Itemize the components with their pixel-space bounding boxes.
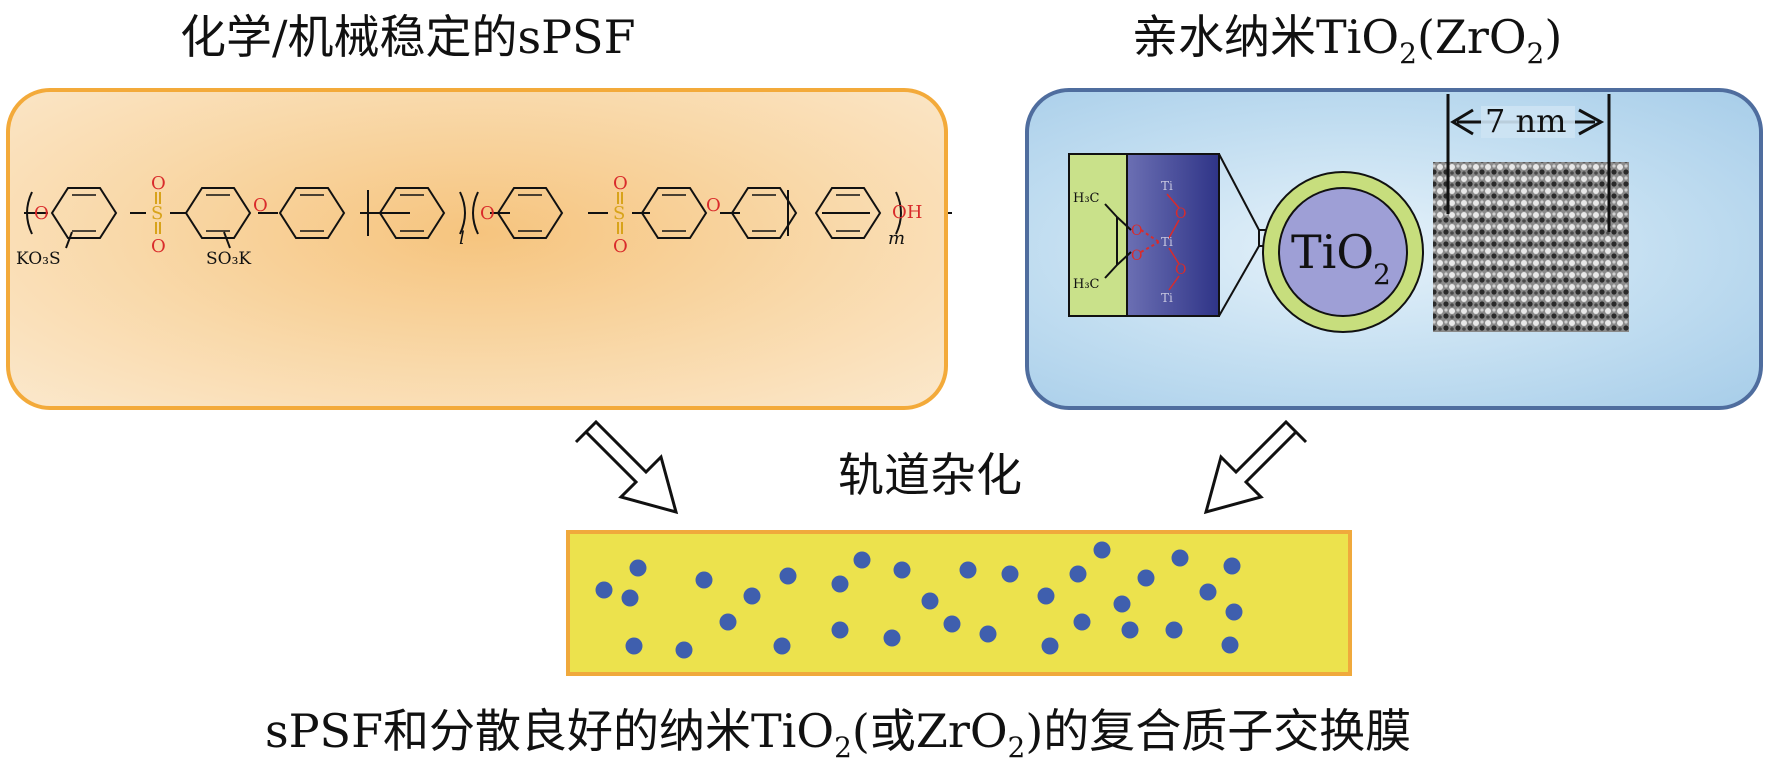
nanoparticle-dot — [779, 567, 797, 585]
hybrid-label: 轨道杂化 — [838, 448, 1022, 502]
nanoparticle-core — [1278, 187, 1408, 317]
nanoparticle-dot — [1041, 637, 1059, 655]
spsf-panel: O S O O O O S O O O OH KO₃S SO₃K l m — [6, 88, 960, 410]
nanoparticle-dot — [1223, 557, 1241, 575]
oxygen-atom: O — [1175, 206, 1186, 222]
down-right-arrow — [574, 419, 679, 515]
nanoparticle-dot — [831, 621, 849, 639]
nanoparticle-dot — [1001, 565, 1019, 583]
nanoparticle-dot — [1225, 603, 1243, 621]
caption-mid: (或ZrO — [851, 704, 1008, 758]
nanoparticle-dot — [1199, 583, 1217, 601]
oxygen-atom: O — [706, 195, 721, 216]
oxygen-atom: O — [613, 173, 628, 194]
nanoparticle-dot — [893, 561, 911, 579]
tio2-title-sub1: 2 — [1399, 37, 1417, 70]
nanoparticle-dot — [853, 551, 871, 569]
core-label-sub: 2 — [1373, 258, 1391, 291]
nanoparticle-dot — [1093, 541, 1111, 559]
nanoparticle-dot — [1069, 565, 1087, 583]
tio2-title-end: ) — [1544, 10, 1563, 64]
tio2-title-sub2: 2 — [1526, 37, 1545, 70]
tio2-title: 亲水纳米TiO2(ZrO2) — [1132, 14, 1562, 68]
nanoparticle-dot — [621, 589, 639, 607]
nanoparticle-dot — [959, 561, 977, 579]
oxygen-atom: O — [1175, 262, 1186, 278]
nanoparticle-dot — [1073, 613, 1091, 631]
nanoparticle-dot — [695, 571, 713, 589]
membrane-caption: sPSF和分散良好的纳米TiO2(或ZrO2)的复合质子交换膜 — [265, 708, 1411, 762]
caption-sub2: 2 — [1007, 731, 1026, 764]
oxygen-atom: O — [1131, 248, 1142, 264]
spsf-title: 化学/机械稳定的sPSF — [180, 10, 636, 64]
spsf-structure: O S O O O O S O O O OH KO₃S SO₃K l m — [16, 173, 960, 269]
oxygen-atom: O — [1131, 223, 1142, 239]
sulfur-atom: S — [613, 203, 625, 224]
tio2-illustration: H₃C H₃C O O O O Ti Ti Ti TiO 2 — [1068, 94, 1629, 333]
nanoparticle-dot — [773, 637, 791, 655]
tio2-title-mid: (ZrO — [1416, 10, 1527, 64]
core-label: TiO — [1291, 225, 1374, 279]
oxygen-atom: O — [34, 203, 49, 224]
nanoparticle-dot — [719, 613, 737, 631]
nanoparticle-dot — [943, 615, 961, 633]
nanoparticle-dot — [743, 587, 761, 605]
nanoparticle-dot — [1221, 636, 1239, 654]
ti-atom: Ti — [1161, 235, 1173, 249]
nanoparticle-dot — [595, 581, 613, 599]
caption-end: )的复合质子交换膜 — [1025, 704, 1412, 758]
caption-sub1: 2 — [834, 731, 852, 764]
tio2-title-prefix: 亲水纳米TiO — [1132, 10, 1400, 64]
nanoparticle-dot — [1121, 621, 1139, 639]
tio2-panel: H₃C H₃C O O O O Ti Ti Ti TiO 2 — [1025, 88, 1763, 410]
nanoparticle-dot — [831, 575, 849, 593]
oxygen-atom: O — [613, 236, 628, 257]
tio2-surface-layer — [1126, 153, 1220, 317]
nanoparticle-dot — [1171, 549, 1189, 567]
repeat-subscript-m: m — [888, 228, 905, 249]
down-left-arrow — [1203, 419, 1308, 515]
ti-atom: Ti — [1161, 291, 1173, 305]
caption-prefix: sPSF和分散良好的纳米TiO — [265, 704, 835, 758]
nanoparticle-dot — [979, 625, 997, 643]
nanoparticle-dot — [1113, 595, 1131, 613]
ti-atom: Ti — [1161, 179, 1173, 193]
oxygen-atom: O — [151, 236, 166, 257]
repeat-subscript-l: l — [459, 228, 465, 249]
tem-image — [1433, 162, 1629, 332]
nanoparticle-dot — [1165, 621, 1183, 639]
oxygen-atom: O — [151, 173, 166, 194]
nanoparticle-dot — [883, 629, 901, 647]
nanoparticle-dot — [629, 559, 647, 577]
nanoparticle-dot — [1137, 569, 1155, 587]
nanoparticle-dot — [1037, 587, 1055, 605]
oh-end-group: OH — [892, 202, 922, 223]
so3k-group: SO₃K — [206, 249, 251, 269]
nanoparticle-dot — [625, 637, 643, 655]
oxygen-atom: O — [253, 195, 268, 216]
methyl-group: H₃C — [1073, 277, 1100, 292]
sulfur-atom: S — [151, 203, 163, 224]
nanoparticle-dot — [675, 641, 693, 659]
methyl-group: H₃C — [1073, 191, 1100, 206]
oxygen-atom: O — [480, 203, 495, 224]
scale-bar-label: 7 nm — [1485, 102, 1566, 140]
composite-membrane — [566, 530, 1352, 676]
nanoparticle-dot — [921, 592, 939, 610]
kso3-group: KO₃S — [16, 249, 61, 269]
